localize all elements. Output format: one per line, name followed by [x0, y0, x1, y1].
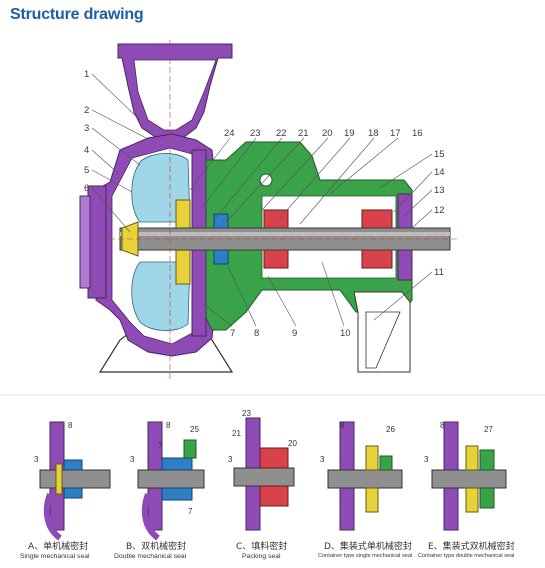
- label-12: 12: [434, 205, 445, 216]
- label-8: 8: [254, 328, 259, 339]
- label-15: 15: [434, 149, 445, 160]
- pump-cross-section: [79, 40, 460, 380]
- caption-c-cn: C、填料密封: [236, 542, 288, 552]
- caption-b-cn: B、双机械密封: [126, 542, 187, 552]
- caption-e-cn: E、集装式双机械密封: [428, 542, 515, 552]
- caption-a-cn: A、单机械密封: [28, 542, 89, 552]
- label-14: 14: [434, 167, 445, 178]
- suction-flange: [87, 185, 107, 299]
- discharge-bore: [133, 59, 217, 131]
- variant-c-label-23: 23: [242, 409, 251, 418]
- label-4: 4: [84, 145, 89, 156]
- bracket-foot-inner: [365, 311, 401, 369]
- front-bearing-lower: [263, 249, 289, 269]
- variant-b-label-3: 3: [130, 455, 135, 464]
- seal-variant-e: 8 27 3: [424, 421, 507, 531]
- label-7: 7: [230, 328, 235, 339]
- variant-e-label-8: 8: [440, 421, 445, 430]
- seal-variant-b: 8 25 3 7 7: [130, 421, 205, 541]
- label-11: 11: [434, 267, 444, 278]
- caption-d-cn: D、集装式单机械密封: [324, 542, 412, 552]
- leader-lines: [91, 73, 433, 327]
- caption-c-en: Packing seal: [242, 553, 281, 560]
- mechanical-seal-lower: [213, 249, 229, 265]
- label-20: 20: [322, 128, 333, 139]
- variant-a-label-8: 8: [68, 421, 73, 430]
- variant-d-label-3: 3: [320, 455, 325, 464]
- label-19: 19: [344, 128, 355, 139]
- caption-b-en: Double mechanical seal: [114, 553, 187, 560]
- label-23: 23: [250, 128, 261, 139]
- seal-variant-a: 8 3: [34, 421, 111, 541]
- label-2: 2: [84, 105, 89, 116]
- label-10: 10: [340, 328, 351, 339]
- variant-d-label-8: 8: [340, 421, 345, 430]
- caption-d-en: Container type single mechanical seal: [318, 553, 413, 559]
- mechanical-seal: [213, 213, 229, 229]
- variant-b-label-25: 25: [190, 425, 199, 434]
- variant-c-label-3: 3: [228, 455, 233, 464]
- rear-bearing-lower: [361, 249, 393, 269]
- caption-e-en: Container type double mechanical seal: [418, 553, 515, 559]
- variant-e-label-27: 27: [484, 425, 493, 434]
- page-title: Structure drawing: [10, 6, 144, 23]
- shaft-highlight: [120, 232, 450, 236]
- label-18: 18: [368, 128, 379, 139]
- variant-b-label-7a: 7: [158, 441, 163, 450]
- label-9: 9: [292, 328, 297, 339]
- variant-c-label-20: 20: [288, 439, 297, 448]
- label-3: 3: [84, 123, 89, 134]
- seal-variant-c: 23 21 3 20: [228, 409, 297, 531]
- variant-c-label-21: 21: [232, 429, 241, 438]
- label-24: 24: [224, 128, 235, 139]
- label-17: 17: [390, 128, 401, 139]
- label-5: 5: [84, 165, 89, 176]
- bracket-vent: [259, 173, 273, 187]
- caption-a-en: Single mechanical seal: [20, 553, 90, 560]
- variant-d-label-26: 26: [386, 425, 395, 434]
- variant-b-label-7b: 7: [188, 507, 193, 516]
- part-numbers: 1 2 3 4 5 6 24 23 22 21 20 19 18 17 16 1…: [84, 69, 445, 339]
- seal-variant-d: 8 26 3: [320, 421, 403, 531]
- label-16: 16: [412, 128, 423, 139]
- label-21: 21: [298, 128, 309, 139]
- variant-e-label-3: 3: [424, 455, 429, 464]
- label-22: 22: [276, 128, 287, 139]
- rear-bearing: [361, 209, 393, 229]
- variant-a-label-3: 3: [34, 455, 39, 464]
- label-6: 6: [84, 183, 89, 194]
- label-13: 13: [434, 185, 445, 196]
- impeller-upper: [131, 153, 191, 223]
- label-1: 1: [84, 69, 89, 80]
- suction-flange-face: [79, 195, 91, 289]
- impeller-lower: [131, 261, 191, 331]
- variant-b-label-8: 8: [166, 421, 171, 430]
